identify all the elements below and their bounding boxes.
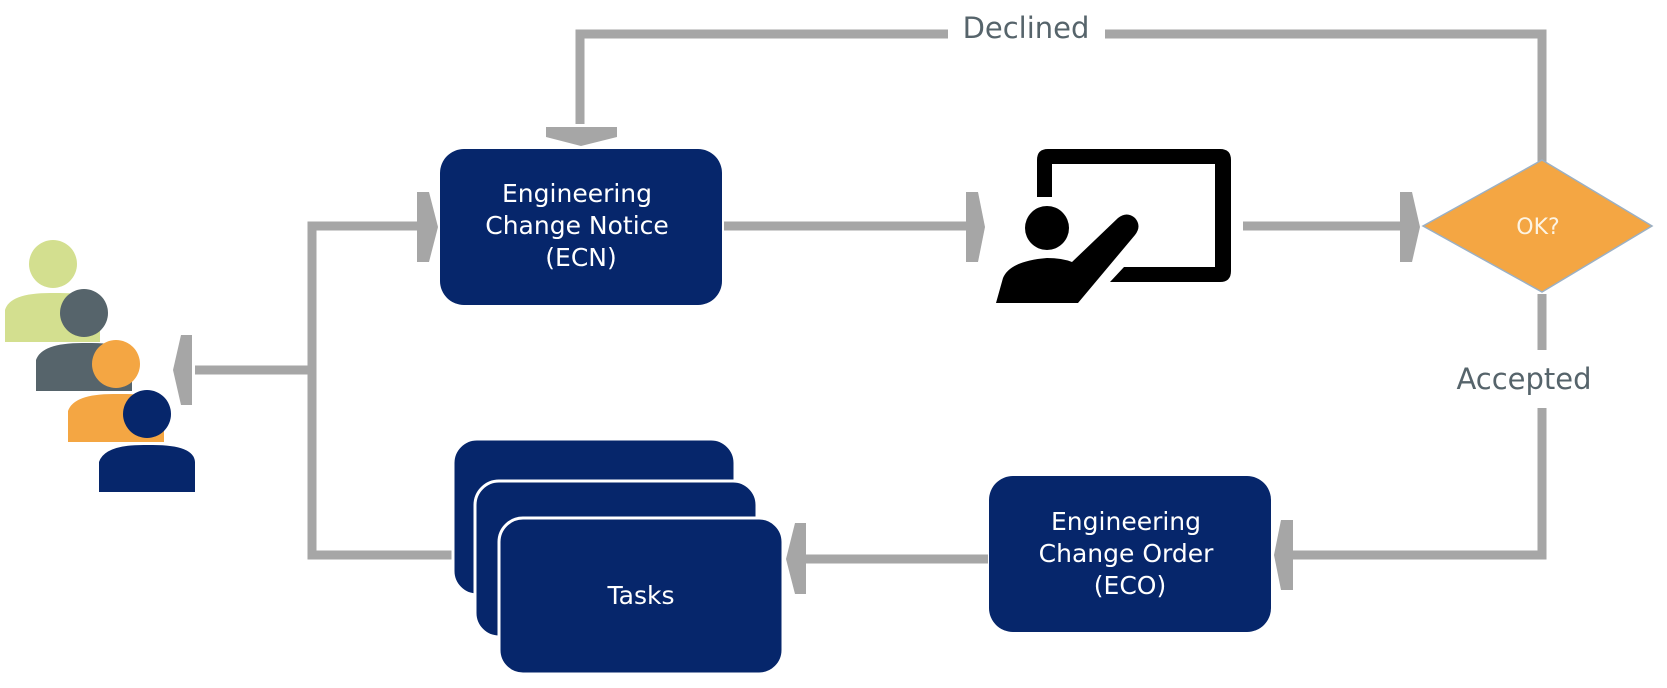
declined-connector-left [575, 29, 948, 124]
arrowhead-left-into-tasks [786, 523, 806, 594]
presenter-icon [996, 149, 1231, 303]
eco-label-line-1: Engineering [1051, 507, 1201, 536]
ecn-label-line-3: (ECN) [545, 243, 616, 272]
person-green-head [29, 240, 77, 288]
declined-label: Declined [963, 11, 1090, 45]
presenter-body [996, 214, 1139, 303]
eco-label: Engineering Change Order (ECO) [1039, 507, 1222, 600]
tasks-card-front[interactable] [497, 516, 785, 676]
arrowhead-right-into-decision [1400, 192, 1420, 262]
ecn-label-line-2: Change Notice [485, 211, 669, 240]
ecn-box[interactable] [440, 149, 722, 305]
arrowhead-left-into-eco [1274, 520, 1293, 590]
tasks-label: Tasks [607, 581, 675, 610]
tasks-to-bus-connector [307, 221, 455, 560]
person-navy-head [123, 390, 171, 438]
connectors [195, 29, 1547, 564]
decision-label: OK? [1516, 215, 1559, 240]
decision-diamond[interactable] [1421, 159, 1654, 293]
accepted-connector-bottom [1293, 408, 1547, 560]
person-orange-head [92, 340, 140, 388]
arrowhead-left-into-stakeholders [173, 335, 192, 405]
presenter-board [1037, 149, 1231, 282]
accepted-label: Accepted [1456, 362, 1591, 396]
presenter-head [1025, 206, 1069, 250]
ecn-label: Engineering Change Notice (ECN) [485, 179, 677, 272]
arrowheads [173, 127, 1420, 594]
arrowhead-down-into-ecn [546, 127, 617, 146]
person-gray-head [60, 289, 108, 337]
declined-connector-right [1105, 29, 1547, 162]
ecn-node[interactable]: Engineering Change Notice (ECN) [440, 149, 722, 305]
eco-label-line-2: Change Order [1039, 539, 1214, 568]
eco-node[interactable]: Engineering Change Order (ECO) [989, 476, 1271, 632]
arrowhead-right-into-ecn [417, 192, 438, 262]
eco-label-line-3: (ECO) [1094, 571, 1166, 600]
tasks-node[interactable]: Tasks [451, 437, 785, 676]
decision-node[interactable]: OK? [1421, 159, 1654, 293]
eco-box[interactable] [989, 476, 1271, 632]
arrowhead-right-into-review [966, 192, 985, 262]
ecn-label-line-1: Engineering [502, 179, 652, 208]
person-navy-body [99, 444, 195, 492]
people-group-icon [5, 240, 195, 492]
